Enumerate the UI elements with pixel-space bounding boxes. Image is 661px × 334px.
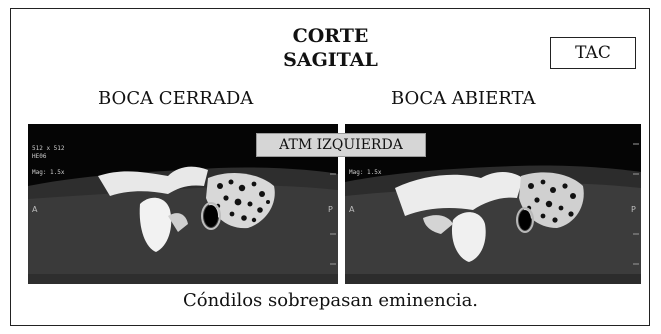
scan-mag-right: Mag: 1.5x	[349, 169, 382, 176]
scan-mag-left: Mag: 1.5x	[32, 169, 65, 176]
scan-side-a-right: A	[349, 205, 355, 214]
page-title: CORTE SAGITAL	[0, 24, 661, 72]
scan-side-p-right: P	[631, 205, 636, 214]
title-line-1: CORTE	[292, 25, 369, 47]
scan-side-a-left: A	[32, 205, 38, 214]
region-label: ATM IZQUIERDA	[256, 133, 426, 157]
scan-side-p-left: P	[328, 205, 333, 214]
finding-caption: Cóndilos sobrepasan eminencia.	[182, 290, 479, 311]
scan-info-line-1: 512 x 512	[32, 145, 65, 152]
ct-image-open-mouth: Mag: 1.5x A P	[345, 124, 641, 284]
modality-badge: TAC	[550, 37, 636, 69]
scan-info-line-2: HE06	[32, 153, 47, 160]
ct-open-graphic: Mag: 1.5x A P	[345, 124, 641, 284]
title-line-2: SAGITAL	[283, 49, 378, 71]
open-mouth-label: BOCA ABIERTA	[391, 88, 536, 109]
closed-mouth-label: BOCA CERRADA	[98, 88, 254, 109]
